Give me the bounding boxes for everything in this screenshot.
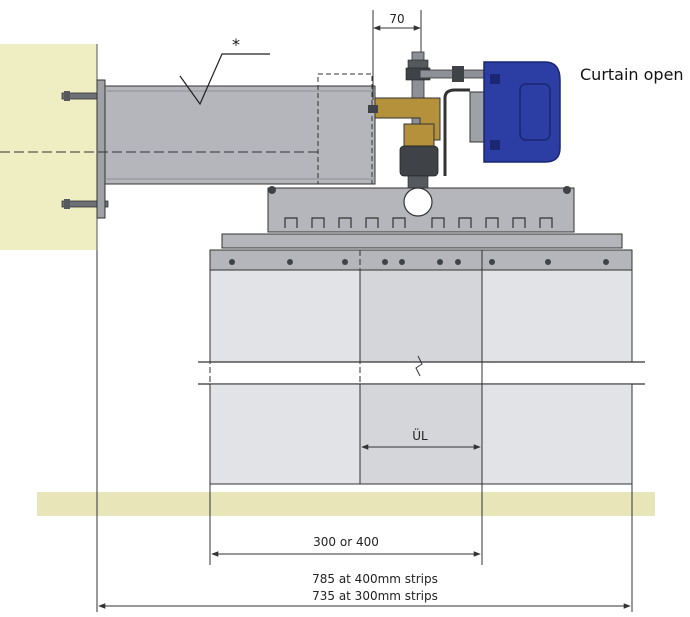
wall-plate [96,79,106,219]
wall [0,44,97,250]
floor [37,492,655,516]
motor-housing [483,61,561,163]
dim-total-300-label: 735 at 300mm strips [312,589,438,603]
curtain-status-label: Curtain open [580,65,684,84]
surface-symbol-mark: * [232,35,240,54]
strip-holder [221,233,623,249]
dim-strip-width-label: 300 or 400 [313,535,379,549]
dim-70-label: 70 [389,12,404,26]
gold-clamp [403,123,435,147]
roller-wheel [403,187,433,217]
strip-left-lower [209,383,361,485]
motor-flange [469,91,485,143]
bracket-arm [104,85,376,185]
dim-overlap-label: ÜL [412,427,428,443]
strip-middle-lower [359,383,483,485]
surface-finish-symbol [179,53,270,106]
bracket-hidden-outline [317,73,373,185]
dim-total-400-label: 785 at 400mm strips [312,572,438,586]
strip-right-lower [481,383,633,485]
cable [443,88,470,176]
hanger-loops [284,217,553,228]
strip-fasteners [229,259,609,265]
trolley-body [399,145,439,177]
